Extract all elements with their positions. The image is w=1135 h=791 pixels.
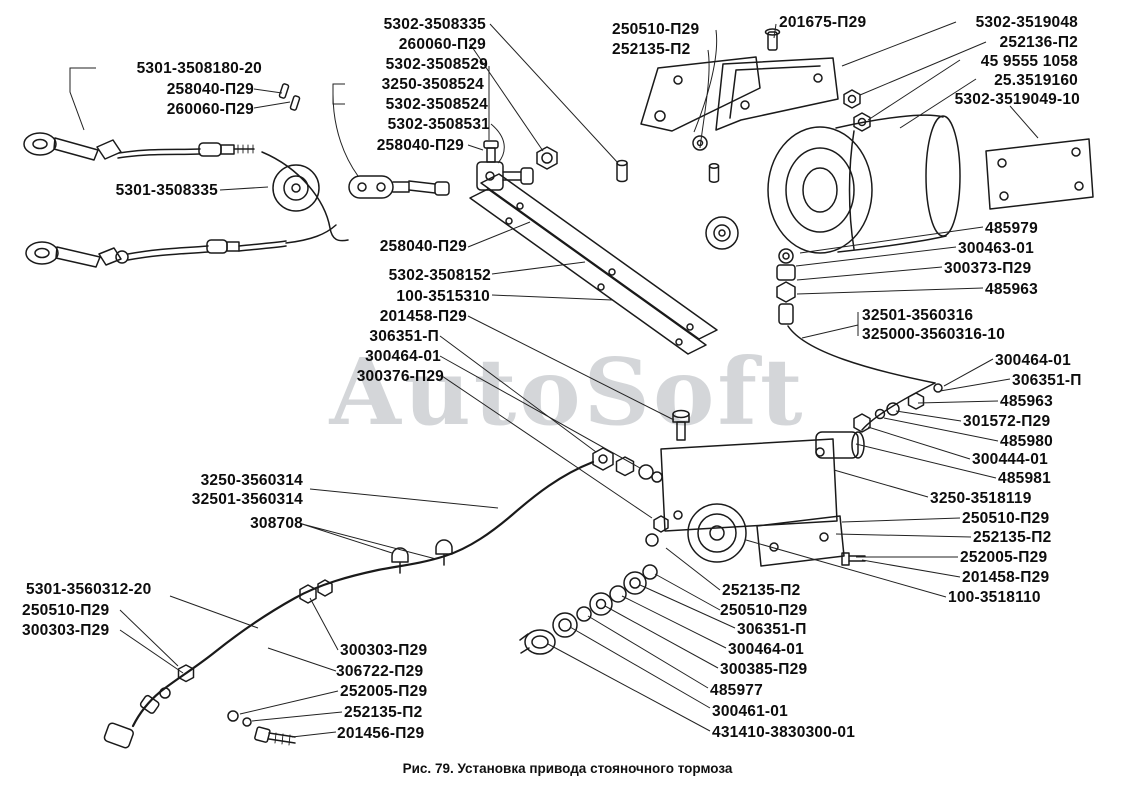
part-number-label: 250510-П29 <box>962 510 1050 527</box>
part-number-label: 32501-3560314 <box>191 491 303 508</box>
part-number-label: 485981 <box>998 470 1051 487</box>
part-number-label: 300376-П29 <box>356 368 444 385</box>
part-number-label: 5302-3508152 <box>388 267 491 284</box>
part-number-label: 5301-3508335 <box>115 182 218 199</box>
part-number-label: 252135-П2 <box>344 704 423 721</box>
part-number-label: 3250-3508524 <box>381 76 484 93</box>
part-number-label: 3250-3560314 <box>200 472 303 489</box>
part-number-label: 5302-3519048 <box>975 14 1078 31</box>
part-number-label: 25.3519160 <box>994 72 1078 89</box>
part-number-label: 306722-П29 <box>336 663 424 680</box>
part-number-label: 325000-3560316-10 <box>862 326 1006 343</box>
part-number-label: 300385-П29 <box>720 661 808 678</box>
part-number-label: 250510-П29 <box>22 602 110 619</box>
part-number-label: 5302-3508529 <box>385 56 488 73</box>
part-number-label: 5302-3519049-10 <box>954 91 1080 108</box>
part-number-label: 300303-П29 <box>22 622 110 639</box>
part-number-label: 300464-01 <box>995 352 1071 369</box>
part-number-label: 5302-3508531 <box>387 116 490 133</box>
part-number-label: 252136-П2 <box>999 34 1078 51</box>
part-number-label: 250510-П29 <box>720 602 808 619</box>
autosoft-watermark: AutoSoft <box>329 338 806 446</box>
part-number-label: 300464-01 <box>728 641 804 658</box>
part-number-label: 32501-3560316 <box>862 307 974 324</box>
part-number-label: 100-3515310 <box>396 288 490 305</box>
part-number-label: 100-3518110 <box>948 589 1041 606</box>
part-number-label: 258040-П29 <box>166 81 254 98</box>
part-number-label: 306351-П <box>1012 372 1082 389</box>
part-number-label: 300461-01 <box>712 703 788 720</box>
part-number-label: 300303-П29 <box>340 642 428 659</box>
part-number-label: 252135-П2 <box>973 529 1052 546</box>
part-number-label: 300464-01 <box>365 348 441 365</box>
part-number-label: 201675-П29 <box>779 14 867 31</box>
part-number-label: 252135-П2 <box>722 582 801 599</box>
part-number-label: 485977 <box>710 682 763 699</box>
leader-lines <box>69 21 1039 738</box>
part-number-label: 258040-П29 <box>379 238 467 255</box>
part-number-label: 260060-П29 <box>166 101 254 118</box>
part-number-label: 301572-П29 <box>963 413 1051 430</box>
part-number-label: 5302-3508335 <box>383 16 486 33</box>
part-number-label: 485963 <box>985 281 1038 298</box>
part-number-label: 3250-3518119 <box>930 490 1032 507</box>
part-number-label: 5301-3508180-20 <box>136 60 262 77</box>
part-number-label: 5301-3560312-20 <box>26 581 152 598</box>
part-number-label: 201458-П29 <box>379 308 467 325</box>
part-number-label: 252005-П29 <box>340 683 428 700</box>
part-number-label: 300373-П29 <box>944 260 1032 277</box>
part-number-label: 5302-3508524 <box>385 96 488 113</box>
figure-caption: Рис. 79. Установка привода стояночного т… <box>402 761 733 776</box>
part-number-label: 250510-П29 <box>612 21 700 38</box>
part-number-label: 252135-П2 <box>612 41 691 58</box>
part-number-label: 260060-П29 <box>398 36 486 53</box>
part-number-label: 252005-П29 <box>960 549 1048 566</box>
part-number-label: 485963 <box>1000 393 1053 410</box>
part-number-label: 308708 <box>250 515 303 532</box>
part-number-label: 201456-П29 <box>337 725 425 742</box>
part-number-label: 306351-П <box>737 621 807 638</box>
part-number-label: 258040-П29 <box>376 137 464 154</box>
part-number-label: 45 9555 1058 <box>980 53 1078 70</box>
part-number-label: 201458-П29 <box>962 569 1050 586</box>
parts-drawing <box>23 28 1094 749</box>
part-number-label: 300444-01 <box>972 451 1048 468</box>
part-number-label: 485980 <box>1000 433 1053 450</box>
part-number-label: 306351-П <box>369 328 439 345</box>
part-number-label: 431410-3830300-01 <box>712 724 856 741</box>
part-number-label: 300463-01 <box>958 240 1034 257</box>
part-number-label: 485979 <box>985 220 1038 237</box>
